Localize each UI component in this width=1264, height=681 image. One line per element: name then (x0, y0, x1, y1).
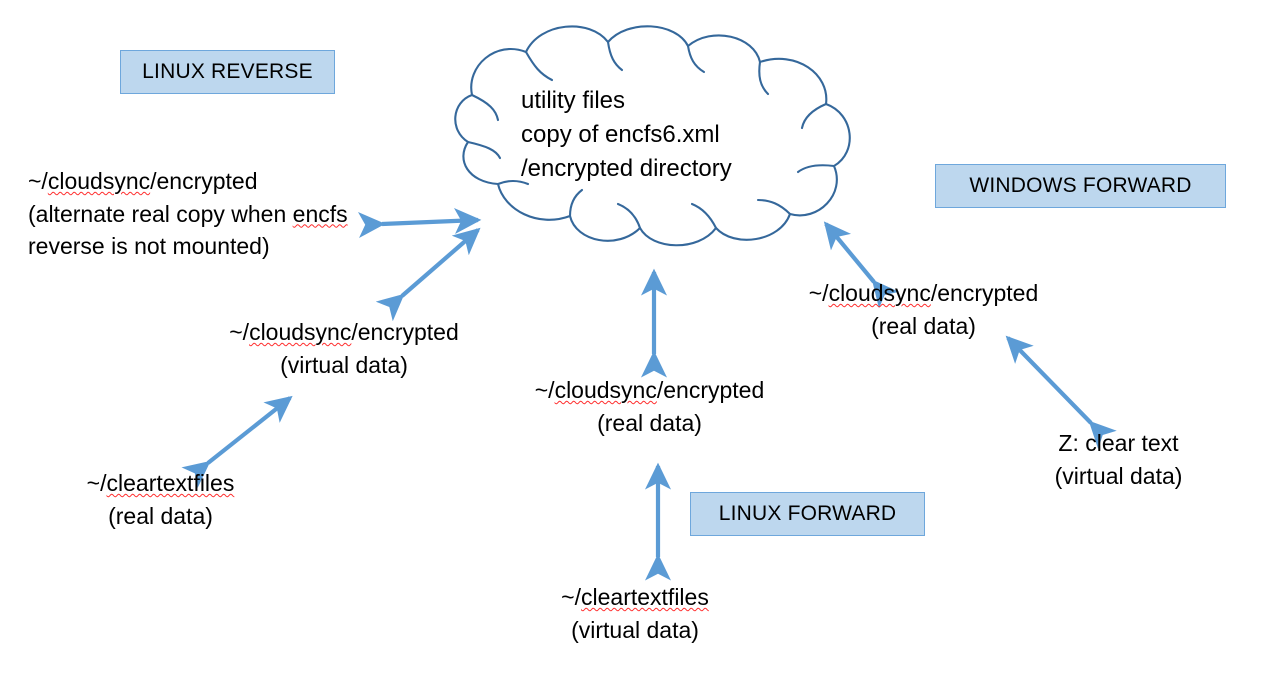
label-left-cloudsync-virtual: ~/cloudsync/encrypted (virtual data) (196, 316, 492, 381)
arrow-cleartext-to-left-virtual (181, 395, 293, 488)
badge-linux-forward-label: LINUX FORWARD (718, 502, 897, 525)
badge-linux-reverse-label: LINUX REVERSE (142, 60, 313, 83)
label-z-clear-text-line1: Z: clear text (1058, 430, 1179, 456)
label-cleartextfiles-virtual-line1: ~/cleartextfiles (561, 584, 709, 610)
badge-windows-forward[interactable]: WINDOWS FORWARD (935, 164, 1226, 208)
label-left-cloudsync-virtual-line2: (virtual data) (280, 351, 408, 378)
arrow-alt-copy-to-cloud (357, 207, 482, 238)
arrow-left-virtual-to-cloud (375, 227, 481, 322)
arrow-right-real-to-cloud (823, 221, 900, 309)
label-cleartextfiles-real: ~/cleartextfiles (real data) (57, 467, 264, 532)
cloud-contents-text: utility files copy of encfs6.xml /encryp… (521, 84, 831, 186)
label-right-cloudsync-real-line1: ~/cloudsync/encrypted (808, 280, 1039, 306)
cloud-line-1: utility files (521, 87, 626, 114)
label-right-cloudsync-real: ~/cloudsync/encrypted (real data) (781, 277, 1066, 342)
label-alternate-real-copy-line1: ~/cloudsync/encrypted (28, 168, 258, 194)
badge-linux-reverse[interactable]: LINUX REVERSE (120, 50, 335, 94)
label-alternate-real-copy-line2: (alternate real copy when encfs (28, 200, 348, 227)
label-left-cloudsync-virtual-line1: ~/cloudsync/encrypted (229, 319, 459, 345)
badge-windows-forward-label: WINDOWS FORWARD (969, 174, 1192, 197)
label-z-clear-text-line2: (virtual data) (1054, 462, 1183, 489)
label-cleartextfiles-virtual-line2: (virtual data) (571, 616, 699, 643)
label-cleartextfiles-real-line1: ~/cleartextfiles (86, 470, 235, 496)
label-alternate-real-copy: ~/cloudsync/encrypted (alternate real co… (28, 165, 348, 263)
label-center-cloudsync-real-line2: (real data) (597, 409, 702, 436)
label-cleartextfiles-virtual: ~/cleartextfiles (virtual data) (546, 581, 724, 646)
label-cleartextfiles-real-line2: (real data) (108, 502, 213, 529)
cloud-line-3: /encrypted directory (521, 155, 732, 183)
label-right-cloudsync-real-line2: (real data) (871, 312, 976, 339)
arrow-z-drive-to-right-real (1005, 335, 1117, 449)
label-alternate-real-copy-line3: reverse is not mounted) (28, 233, 270, 260)
badge-linux-forward[interactable]: LINUX FORWARD (690, 492, 925, 536)
label-center-cloudsync-real: ~/cloudsync/encrypted (real data) (507, 374, 792, 439)
label-center-cloudsync-real-line1: ~/cloudsync/encrypted (534, 377, 765, 403)
label-z-clear-text: Z: clear text (virtual data) (1037, 427, 1200, 492)
cloud-line-2: copy of encfs6.xml (521, 121, 720, 149)
